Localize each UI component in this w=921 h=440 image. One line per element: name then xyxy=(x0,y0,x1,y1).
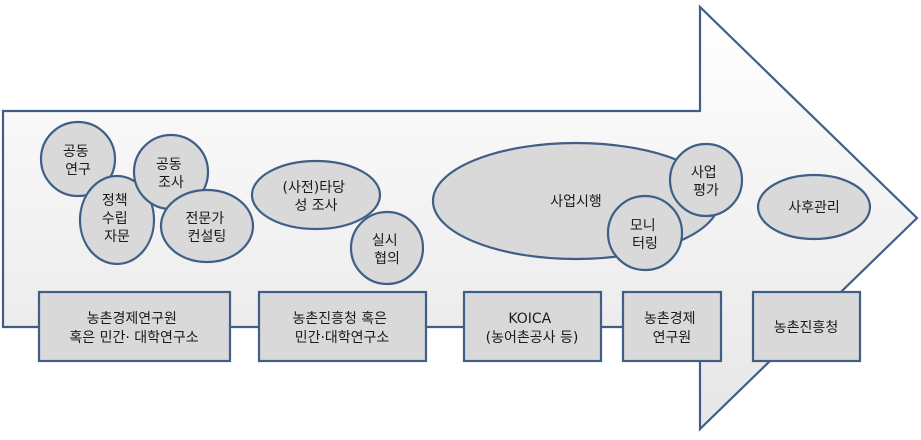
svg-text:KOICA (농어촌공사 등): KOICA (농어촌공사 등) xyxy=(486,311,579,346)
svg-text:농촌경제연구원 혹은 민간· 대학연구소: 농촌경제연구원 혹은 민간· 대학연구소 xyxy=(69,311,198,346)
box-rda: 농촌진흥청 xyxy=(751,290,862,363)
box3-line2: (농어촌공사 등) xyxy=(486,330,579,346)
bubble-monitoring-line2: 터링 xyxy=(632,236,658,252)
bubble-project-execution-label: 사업시행 xyxy=(550,194,602,210)
bubble-expert-consulting-line1: 전문가 xyxy=(185,211,224,227)
box-koica: KOICA (농어촌공사 등) xyxy=(462,290,603,363)
box2-line2: 민간·대학연구소 xyxy=(295,330,390,346)
box-rural-economic-institute: 농촌경제연구원 혹은 민간· 대학연구소 xyxy=(37,290,232,363)
bubble-expert-consulting-line2: 컨설팅 xyxy=(188,229,227,245)
bubble-joint-survey: 공동 조사 xyxy=(132,133,210,211)
box5-label: 농촌진흥청 xyxy=(774,320,838,336)
bubble-policy-advice: 정책 수립 자문 xyxy=(78,174,156,266)
box4-line1: 농촌경제 xyxy=(644,311,696,327)
svg-text:정책 수립 자문: 정책 수립 자문 xyxy=(102,193,132,245)
bubble-implementation-consultation: 실시 협의 xyxy=(349,210,425,286)
bubble-evaluation-line2: 평가 xyxy=(693,183,719,199)
box4-line2: 연구원 xyxy=(653,330,692,346)
bubble-project-evaluation: 사업 평가 xyxy=(668,142,744,218)
svg-text:공동 연구: 공동 연구 xyxy=(63,144,93,178)
box1-line1: 농촌경제연구원 xyxy=(87,311,177,327)
svg-text:공동 조사: 공동 조사 xyxy=(156,157,186,191)
bubble-feasibility-line2: 성 조사 xyxy=(294,198,337,214)
bubble-joint-survey-line2: 조사 xyxy=(158,175,184,191)
bubble-follow-up: 사후관리 xyxy=(756,173,872,241)
svg-text:농촌경제 연구원: 농촌경제 연구원 xyxy=(644,311,700,346)
bubble-policy-advice-line1: 정책 xyxy=(102,193,128,209)
box3-line1: KOICA xyxy=(508,311,551,327)
svg-text:사업 평가: 사업 평가 xyxy=(691,165,721,199)
box-rural-economic-institute-2: 농촌경제 연구원 xyxy=(621,290,723,363)
svg-text:(사전)타당 성 조사: (사전)타당 성 조사 xyxy=(283,180,350,214)
bubble-joint-research: 공동 연구 xyxy=(39,120,117,198)
bubble-expert-consulting: 전문가 컨설팅 xyxy=(159,188,255,264)
svg-text:실시 협의: 실시 협의 xyxy=(372,233,402,267)
bubble-joint-research-line1: 공동 xyxy=(63,144,89,160)
bubble-monitoring-line1: 모니 xyxy=(630,218,656,234)
bubble-implementation-line2: 협의 xyxy=(374,251,400,267)
box2-line1: 농촌진흥청 혹은 xyxy=(292,311,387,327)
bubble-joint-research-line2: 연구 xyxy=(65,162,91,178)
bubble-policy-advice-line2: 수립 xyxy=(102,211,128,227)
bubble-implementation-line1: 실시 xyxy=(372,233,398,249)
bubble-feasibility-study: (사전)타당 성 조사 xyxy=(250,159,382,231)
box-rda-or-university: 농촌진흥청 혹은 민간·대학연구소 xyxy=(257,290,428,363)
bubble-monitoring: 모니 터링 xyxy=(606,194,684,272)
box1-line2: 혹은 민간· 대학연구소 xyxy=(69,330,198,346)
svg-text:농촌진흥청 혹은 민간·대학연구소: 농촌진흥청 혹은 민간·대학연구소 xyxy=(292,311,391,346)
bubble-evaluation-line1: 사업 xyxy=(691,165,717,181)
bubble-follow-up-label: 사후관리 xyxy=(788,200,840,216)
bubble-feasibility-line1: (사전)타당 xyxy=(283,180,346,196)
svg-text:전문가 컨설팅: 전문가 컨설팅 xyxy=(185,211,228,245)
bubble-joint-survey-line1: 공동 xyxy=(156,157,182,173)
bubble-policy-advice-line3: 자문 xyxy=(104,229,130,245)
svg-text:모니 터링: 모니 터링 xyxy=(630,218,660,252)
